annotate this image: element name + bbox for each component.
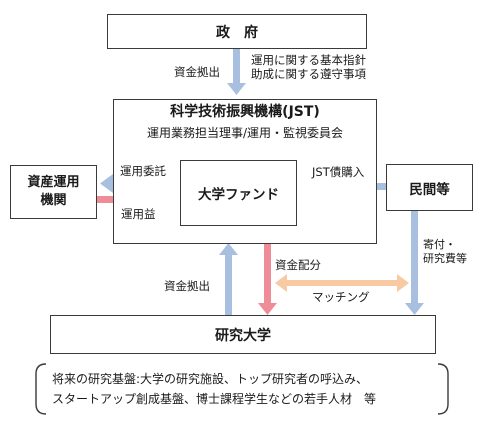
asset-manager-box: 資産運用 機関 (10, 165, 97, 219)
label-jst-bond: JST債購入 (312, 165, 365, 179)
asset-manager-label: 資産運用 機関 (27, 175, 80, 208)
label-gov-guidance: 運用に関する基本指針 助成に関する遵守事項 (251, 53, 366, 82)
university-box: 研究大学 (50, 315, 436, 354)
label-donation: 寄付・ 研究費等 (423, 238, 467, 265)
note-text: 将来の研究基盤:大学の研究施設、トップ研究者の呼込み、 スタートアップ創成基盤、… (52, 372, 377, 407)
university-label: 研究大学 (215, 327, 271, 344)
label-return: 運用益 (121, 207, 156, 221)
arrow-matching (275, 274, 409, 292)
note-bracket (35, 363, 449, 415)
label-mandate: 運用委託 (120, 164, 166, 178)
label-univ-funding: 資金拠出 (164, 279, 210, 293)
label-allocation: 資金配分 (275, 258, 321, 272)
private-box: 民間等 (386, 164, 473, 211)
arrow-allocation (258, 243, 277, 315)
label-gov-funding: 資金拠出 (174, 65, 220, 79)
arrow-gov-to-jst (227, 49, 246, 95)
fund-box: 大学ファンド (180, 160, 297, 226)
private-label: 民間等 (409, 181, 450, 198)
arrow-donation (405, 211, 424, 315)
fund-label: 大学ファンド (198, 187, 279, 203)
arrow-univ-funding (219, 243, 238, 315)
label-matching: マッチング (312, 290, 370, 304)
government-box: 政 府 (107, 14, 367, 49)
jst-subtitle: 運用業務担当理事/運用・監視委員会 (146, 126, 344, 140)
jst-title: 科学技術振興機構(JST) (170, 104, 320, 120)
government-label: 政 府 (216, 24, 258, 41)
